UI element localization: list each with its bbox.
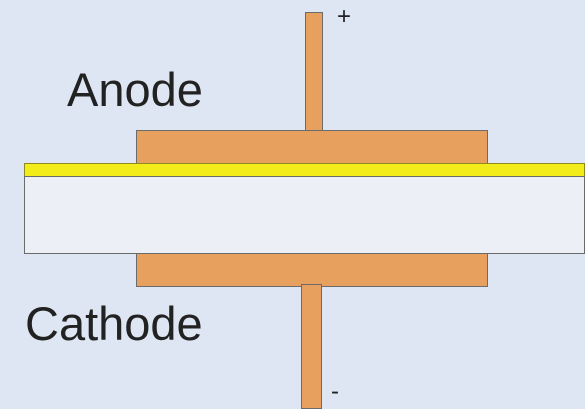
cathode-plate xyxy=(136,253,488,287)
dielectric-layer xyxy=(24,176,585,254)
cathode-terminal-lead xyxy=(301,284,322,409)
cathode-terminal-sign: - xyxy=(331,378,339,405)
cathode-label: Cathode xyxy=(25,297,203,350)
anode-terminal-lead xyxy=(305,12,323,133)
anode-plate xyxy=(136,130,488,165)
anode-terminal-sign: + xyxy=(337,3,352,30)
anode-label: Anode xyxy=(67,63,203,116)
conductive-layer xyxy=(24,163,585,177)
